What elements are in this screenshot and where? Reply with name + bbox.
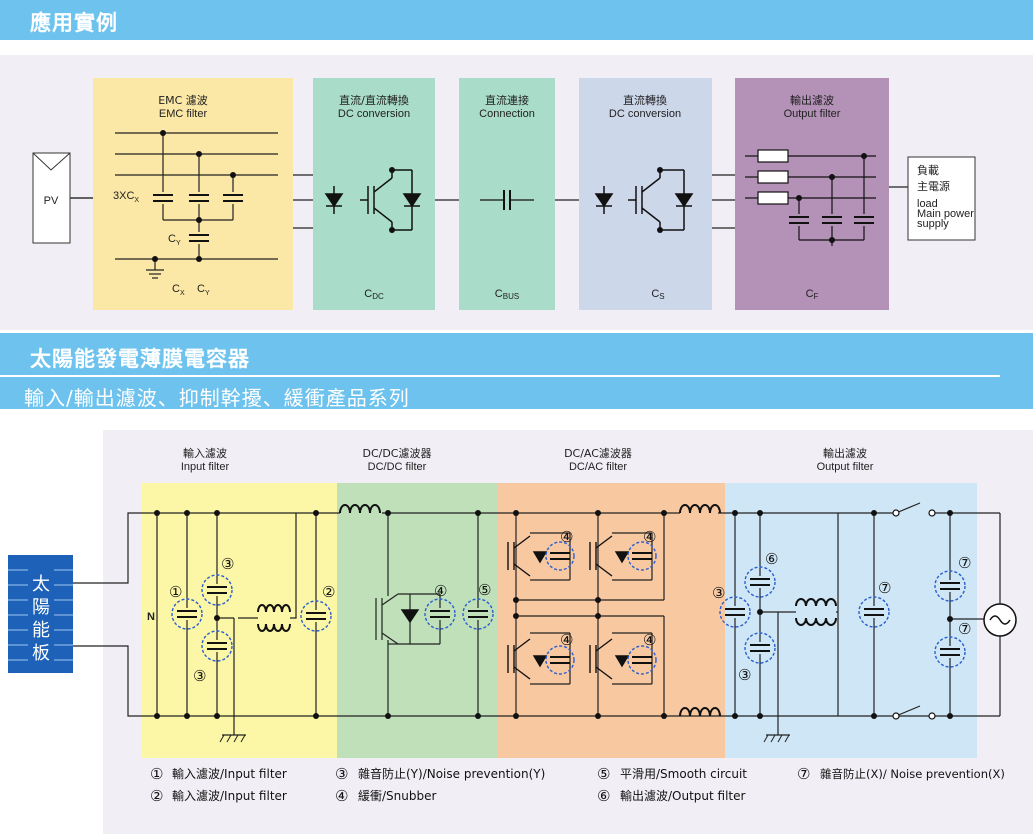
- dc-switch: [594, 168, 694, 232]
- legend-num-6: ⑥: [597, 787, 610, 805]
- conn-title-zh: 直流連接: [485, 93, 529, 107]
- svg-text:④: ④: [643, 528, 656, 546]
- label-cx: CX: [172, 283, 185, 297]
- dc-title-zh: 直流轉換: [623, 93, 667, 107]
- svg-text:③: ③: [712, 584, 725, 602]
- inter-block-wires: [293, 174, 908, 229]
- section-subtitle: 輸入/輸出濾波、抑制幹擾、緩衝產品系列: [24, 386, 410, 410]
- legend: ① 輸入濾波/Input filter ② 輸入濾波/Input filter …: [150, 765, 1005, 805]
- legend-text-2: 輸入濾波/Input filter: [172, 788, 287, 803]
- svg-text:陽: 陽: [32, 597, 50, 618]
- solar-panel: 太 陽 能 板: [8, 555, 73, 673]
- legend-text-7: 雜音防止(X)/ Noise prevention(X): [820, 767, 1005, 781]
- svg-text:太: 太: [32, 574, 50, 595]
- cf-label: CF: [806, 288, 819, 301]
- dcac-switches: [400, 535, 630, 680]
- legend-text-1: 輸入濾波/Input filter: [172, 766, 287, 781]
- svg-text:supply: supply: [917, 218, 949, 230]
- legend-num-2: ②: [150, 787, 163, 805]
- svg-text:③: ③: [193, 667, 206, 685]
- svg-text:Main power: Main power: [917, 208, 974, 220]
- out-title-zh: 輸出濾波: [790, 93, 834, 107]
- emc-title-en: EMC filter: [159, 108, 208, 120]
- ground-symbols: [219, 734, 790, 743]
- legend-text-4: 緩衝/Snubber: [358, 789, 436, 803]
- svg-text:DC/AC濾波器: DC/AC濾波器: [564, 446, 632, 460]
- cs-label: CS: [651, 288, 664, 301]
- legend-num-3: ③: [335, 765, 348, 783]
- inductors: [257, 504, 837, 717]
- svg-text:DC/DC filter: DC/DC filter: [368, 461, 427, 473]
- section-banner: [0, 333, 1033, 409]
- svg-text:⑦: ⑦: [878, 579, 891, 597]
- svg-text:②: ②: [322, 583, 335, 601]
- svg-text:①: ①: [169, 583, 182, 601]
- zone-dcac-filter: [497, 483, 725, 758]
- out-title-en: Output filter: [784, 108, 841, 120]
- legend-num-1: ①: [150, 765, 163, 783]
- junction-dots: [154, 510, 953, 719]
- cdc-label: CDC: [364, 288, 384, 301]
- svg-text:⑥: ⑥: [765, 550, 778, 568]
- pv-label: PV: [44, 195, 59, 207]
- conn-title-en: Connection: [479, 108, 535, 120]
- dcdc-title-en: DC conversion: [338, 108, 410, 120]
- legend-text-5: 平滑用/Smooth circuit: [620, 767, 747, 781]
- header-banner: [0, 0, 1033, 40]
- svg-text:④: ④: [434, 582, 447, 600]
- svg-text:Output filter: Output filter: [817, 461, 874, 473]
- dc-title-en: DC conversion: [609, 108, 681, 120]
- highlight-circles: [171, 541, 966, 675]
- n-label: N: [147, 611, 155, 623]
- section-divider: [0, 375, 1000, 377]
- svg-text:負載: 負載: [917, 164, 939, 177]
- ac-source: [983, 603, 1017, 637]
- section-title: 太陽能發電薄膜電容器: [30, 347, 250, 371]
- svg-text:板: 板: [32, 643, 50, 664]
- svg-text:主電源: 主電源: [917, 179, 950, 193]
- page-title: 應用實例: [30, 11, 118, 35]
- svg-text:DC/DC濾波器: DC/DC濾波器: [362, 446, 431, 460]
- zone-output-filter: [725, 483, 977, 758]
- svg-text:輸入濾波: 輸入濾波: [183, 446, 227, 460]
- marker-numbers: ① ③ ③ ② ④ ⑤ ④ ④ ④ ④ ③ ⑥ ③ ⑦ ⑦ ⑦: [169, 528, 971, 685]
- svg-text:DC/AC filter: DC/AC filter: [569, 461, 627, 473]
- svg-text:④: ④: [560, 631, 573, 649]
- svg-text:③: ③: [738, 666, 751, 684]
- svg-text:④: ④: [643, 631, 656, 649]
- legend-num-4: ④: [335, 787, 348, 805]
- emc-title-zh: EMC 濾波: [158, 93, 208, 107]
- svg-text:⑤: ⑤: [478, 581, 491, 599]
- block-dc-connection: [459, 78, 555, 310]
- zone-input-filter: [142, 483, 337, 758]
- label-3xcx: 3XCX: [113, 190, 139, 204]
- legend-num-7: ⑦: [797, 765, 810, 783]
- dcdc-switch: [324, 168, 422, 232]
- svg-text:③: ③: [221, 555, 234, 573]
- cbus-label: CBUS: [495, 288, 519, 301]
- svg-text:Input filter: Input filter: [181, 461, 230, 473]
- svg-text:⑦: ⑦: [958, 554, 971, 572]
- svg-text:④: ④: [560, 528, 573, 546]
- legend-num-5: ⑤: [597, 765, 610, 783]
- dcdc-title-zh: 直流/直流轉換: [339, 93, 409, 107]
- svg-text:輸出濾波: 輸出濾波: [823, 446, 867, 460]
- legend-text-3: 雜音防止(Y)/Noise prevention(Y): [358, 766, 545, 781]
- pv-source: PV: [32, 152, 71, 244]
- zone-dcdc-filter: [337, 483, 497, 758]
- svg-text:load: load: [917, 198, 938, 210]
- output-filter-circuit: [745, 149, 876, 246]
- svg-text:能: 能: [32, 620, 50, 641]
- legend-text-6: 輸出濾波/Output filter: [620, 788, 746, 803]
- svg-text:⑦: ⑦: [958, 620, 971, 638]
- label-cy2: CY: [197, 283, 210, 297]
- load-box: 負載 主電源 load Main power supply: [907, 156, 976, 241]
- label-cy: CY: [168, 233, 181, 247]
